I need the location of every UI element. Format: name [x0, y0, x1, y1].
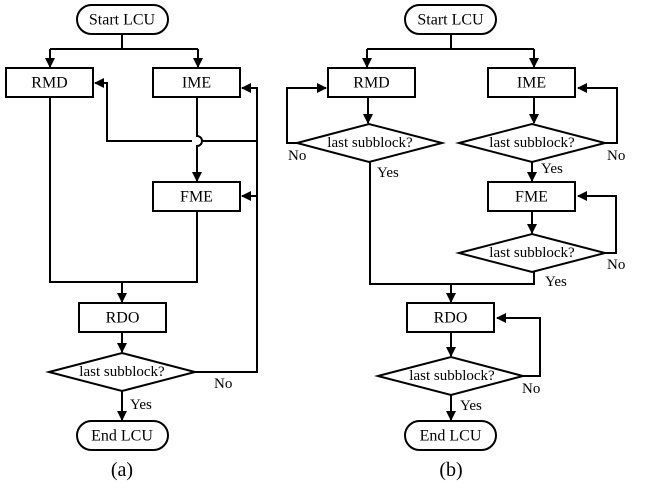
- flowchart-a: Start LCU RMD IME FME RDO last subblock?: [5, 4, 258, 481]
- rmd-label-b: RMD: [353, 75, 389, 92]
- ime-node-b: [487, 67, 576, 98]
- start-label-a: Start LCU: [89, 12, 156, 29]
- rdo-yes-label-b: Yes: [460, 398, 482, 414]
- caption-b: (b): [439, 459, 462, 481]
- fme-label-a: FME: [180, 189, 213, 206]
- caption-a: (a): [111, 459, 133, 481]
- end-node-a: [76, 420, 169, 451]
- ime-node-a: [152, 67, 241, 98]
- flowchart-b: Start LCU RMD last subblock? No Yes IME …: [286, 4, 625, 481]
- edge-no-loop-a: [195, 83, 258, 373]
- fme-node-b: [487, 181, 576, 212]
- decision-label-a: last subblock?: [79, 364, 165, 380]
- end-label-a: End LCU: [91, 428, 153, 445]
- edge-fme-no-loop-b: [577, 191, 617, 254]
- fme-no-label-b: No: [607, 257, 625, 273]
- edge-ime-fme-a: [192, 97, 203, 182]
- fme-yes-label-b: Yes: [545, 274, 567, 290]
- ime-label-b: IME: [517, 75, 546, 92]
- rmd-decision-label-b: last subblock?: [327, 135, 413, 151]
- rmd-decision-node-b: [293, 122, 446, 164]
- edge-rdo-no-loop-b: [496, 313, 541, 377]
- rdo-node-a: [78, 302, 167, 333]
- ime-yes-label-b: Yes: [541, 161, 563, 177]
- edge-ime-no-loop-b: [577, 83, 618, 144]
- edge-merge-a: [49, 97, 198, 283]
- edge-loop-rmd-a: [95, 83, 257, 142]
- rdo-no-label-b: No: [522, 381, 540, 397]
- end-label-b: End LCU: [420, 428, 482, 445]
- yes-label-a: Yes: [130, 397, 152, 413]
- rmd-node-b: [327, 67, 416, 98]
- rmd-no-label-b: No: [288, 148, 306, 164]
- ime-label-a: IME: [182, 75, 211, 92]
- edge-rmd-no-loop-b: [286, 83, 327, 144]
- rmd-label-a: RMD: [31, 75, 67, 92]
- rdo-label-b: RDO: [434, 310, 468, 327]
- start-label-b: Start LCU: [417, 12, 484, 29]
- ime-decision-label-b: last subblock?: [489, 135, 575, 151]
- no-label-a: No: [214, 376, 232, 392]
- fme-decision-label-b: last subblock?: [489, 245, 575, 261]
- rmd-yes-label-b: Yes: [377, 165, 399, 181]
- fme-label-b: FME: [515, 189, 548, 206]
- rdo-decision-label-b: last subblock?: [409, 368, 495, 384]
- end-node-b: [404, 420, 497, 451]
- rdo-label-a: RDO: [106, 310, 140, 327]
- ime-no-label-b: No: [607, 148, 625, 164]
